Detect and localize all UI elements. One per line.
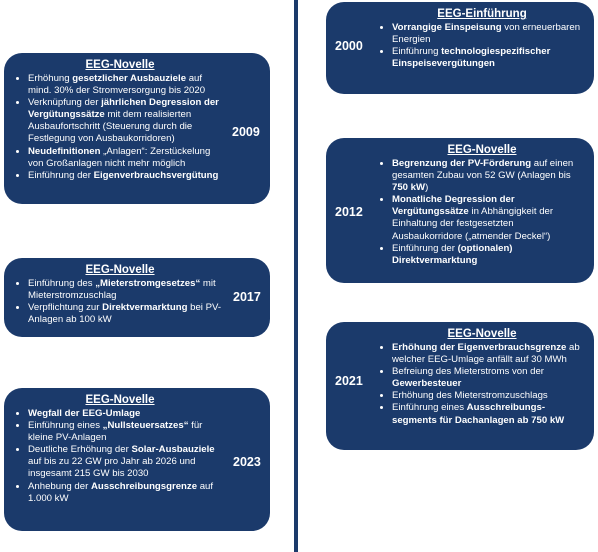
- list-item: Wegfall der EEG-Umlage: [28, 408, 224, 420]
- card-title: EEG-Novelle: [85, 59, 155, 71]
- card-title: EEG-Novelle: [85, 394, 155, 406]
- year-label: 2012: [335, 205, 363, 219]
- list-item: Deutliche Erhöhung der Solar-Ausbauziele…: [28, 444, 224, 480]
- list-item: Einführung eines „Nullsteuersatzes“ für …: [28, 420, 224, 444]
- bullet-list: Vorrangige Einspeisung von erneuerbaren …: [380, 22, 584, 70]
- list-item: Befreiung des Mieterstroms von der Gewer…: [392, 366, 584, 390]
- list-item: Erhöhung gesetzlicher Ausbauziele auf mi…: [28, 73, 224, 97]
- list-item: Einführung eines Ausschreibungs-segments…: [392, 402, 584, 426]
- year-label: 2021: [335, 374, 363, 388]
- card-title: EEG-Einführung: [437, 8, 527, 20]
- card-2009: EEG-Novelle Erhöhung gesetzlicher Ausbau…: [4, 53, 270, 204]
- card-2012: EEG-Novelle Begrenzung der PV-Förderung …: [326, 138, 594, 283]
- timeline-axis: [294, 0, 298, 552]
- list-item: Vorrangige Einspeisung von erneuerbaren …: [392, 22, 584, 46]
- year-label: 2009: [232, 125, 260, 139]
- year-label: 2023: [233, 455, 261, 469]
- list-item: Neudefinitionen „Anlagen“: Zerstückelung…: [28, 146, 224, 170]
- card-title: EEG-Novelle: [447, 328, 517, 340]
- card-2017: EEG-Novelle Einführung des „Mieterstromg…: [4, 258, 270, 337]
- year-label: 2017: [233, 290, 261, 304]
- card-title: EEG-Novelle: [447, 144, 517, 156]
- card-2000: EEG-Einführung Vorrangige Einspeisung vo…: [326, 2, 594, 94]
- list-item: Einführung technologiespezifischer Einsp…: [392, 46, 584, 70]
- list-item: Begrenzung der PV-Förderung auf einen ge…: [392, 158, 584, 194]
- year-label: 2000: [335, 39, 363, 53]
- bullet-list: Einführung des „Mieterstromgesetzes“ mit…: [16, 278, 224, 326]
- card-2023: EEG-Novelle Wegfall der EEG-Umlage Einfü…: [4, 388, 270, 531]
- list-item: Anhebung der Ausschreibungsgrenze auf 1.…: [28, 481, 224, 505]
- list-item: Verknüpfung der jährlichen Degression de…: [28, 97, 224, 145]
- list-item: Einführung der Eigenverbrauchsvergütung: [28, 170, 224, 182]
- card-title: EEG-Novelle: [85, 264, 155, 276]
- list-item: Einführung des „Mieterstromgesetzes“ mit…: [28, 278, 224, 302]
- list-item: Verpflichtung zur Direktvermarktung bei …: [28, 302, 224, 326]
- list-item: Erhöhung der Eigenverbrauchsgrenze ab we…: [392, 342, 584, 366]
- card-2021: EEG-Novelle Erhöhung der Eigenverbrauchs…: [326, 322, 594, 450]
- bullet-list: Begrenzung der PV-Förderung auf einen ge…: [380, 158, 584, 267]
- bullet-list: Wegfall der EEG-Umlage Einführung eines …: [16, 408, 224, 505]
- bullet-list: Erhöhung gesetzlicher Ausbauziele auf mi…: [16, 73, 224, 182]
- list-item: Erhöhung des Mieterstromzuschlags: [392, 390, 584, 402]
- list-item: Einführung der (optionalen) Direktvermar…: [392, 243, 584, 267]
- bullet-list: Erhöhung der Eigenverbrauchsgrenze ab we…: [380, 342, 584, 427]
- list-item: Monatliche Degression der Vergütungssätz…: [392, 194, 584, 242]
